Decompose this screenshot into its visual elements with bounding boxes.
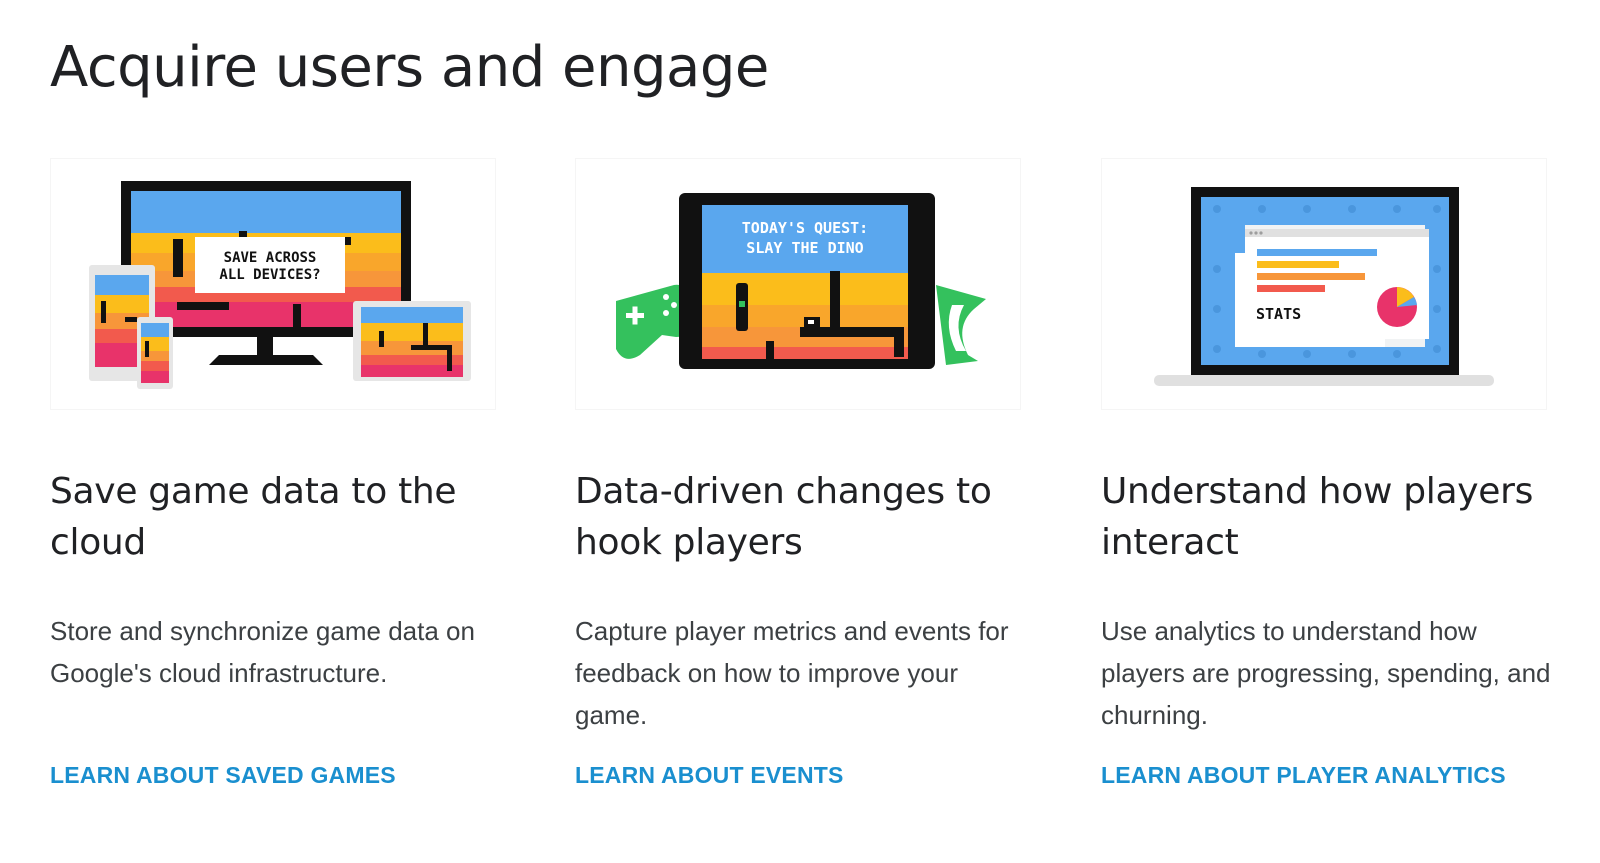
section-title: Acquire users and engage <box>50 35 769 100</box>
card-description: Store and synchronize game data on Googl… <box>50 616 475 688</box>
card-description: Capture player metrics and events for fe… <box>575 616 1009 730</box>
learn-events-link[interactable]: LEARN ABOUT EVENTS <box>575 762 844 788</box>
saved-games-illustration: SAVE ACROSS ALL DEVICES? <box>50 158 496 410</box>
card-title: Data-driven changes to hook players <box>575 471 992 563</box>
card-events: TODAY'S QUEST: SLAY THE DINO Data-driven… <box>575 158 1021 838</box>
stats-label: STATS <box>1256 305 1301 323</box>
quest-line-2: SLAY THE DINO <box>746 239 863 257</box>
card-description: Use analytics to understand how players … <box>1101 616 1551 730</box>
learn-saved-games-link[interactable]: LEARN ABOUT SAVED GAMES <box>50 762 396 788</box>
quest-line-1: TODAY'S QUEST: <box>742 219 868 237</box>
feature-cards: SAVE ACROSS ALL DEVICES? <box>50 158 1590 838</box>
card-title: Save game data to the cloud <box>50 471 457 563</box>
tablet-quest-illustration: TODAY'S QUEST: SLAY THE DINO <box>616 193 986 369</box>
laptop-stats-illustration: STATS <box>1154 187 1494 386</box>
gamepad-icon <box>616 284 686 359</box>
learn-player-analytics-link[interactable]: LEARN ABOUT PLAYER ANALYTICS <box>1101 762 1506 788</box>
multi-device-illustration: SAVE ACROSS ALL DEVICES? <box>89 181 471 389</box>
analytics-illustration: STATS <box>1101 158 1547 410</box>
card-title: Understand how players interact <box>1101 471 1534 563</box>
speech-bubble-line-1: SAVE ACROSS <box>224 250 317 266</box>
card-saved-games: SAVE ACROSS ALL DEVICES? <box>50 158 496 838</box>
card-analytics: STATS Understand how players interact Us… <box>1101 158 1551 838</box>
events-illustration: TODAY'S QUEST: SLAY THE DINO <box>575 158 1021 410</box>
speech-bubble-line-2: ALL DEVICES? <box>219 267 320 283</box>
